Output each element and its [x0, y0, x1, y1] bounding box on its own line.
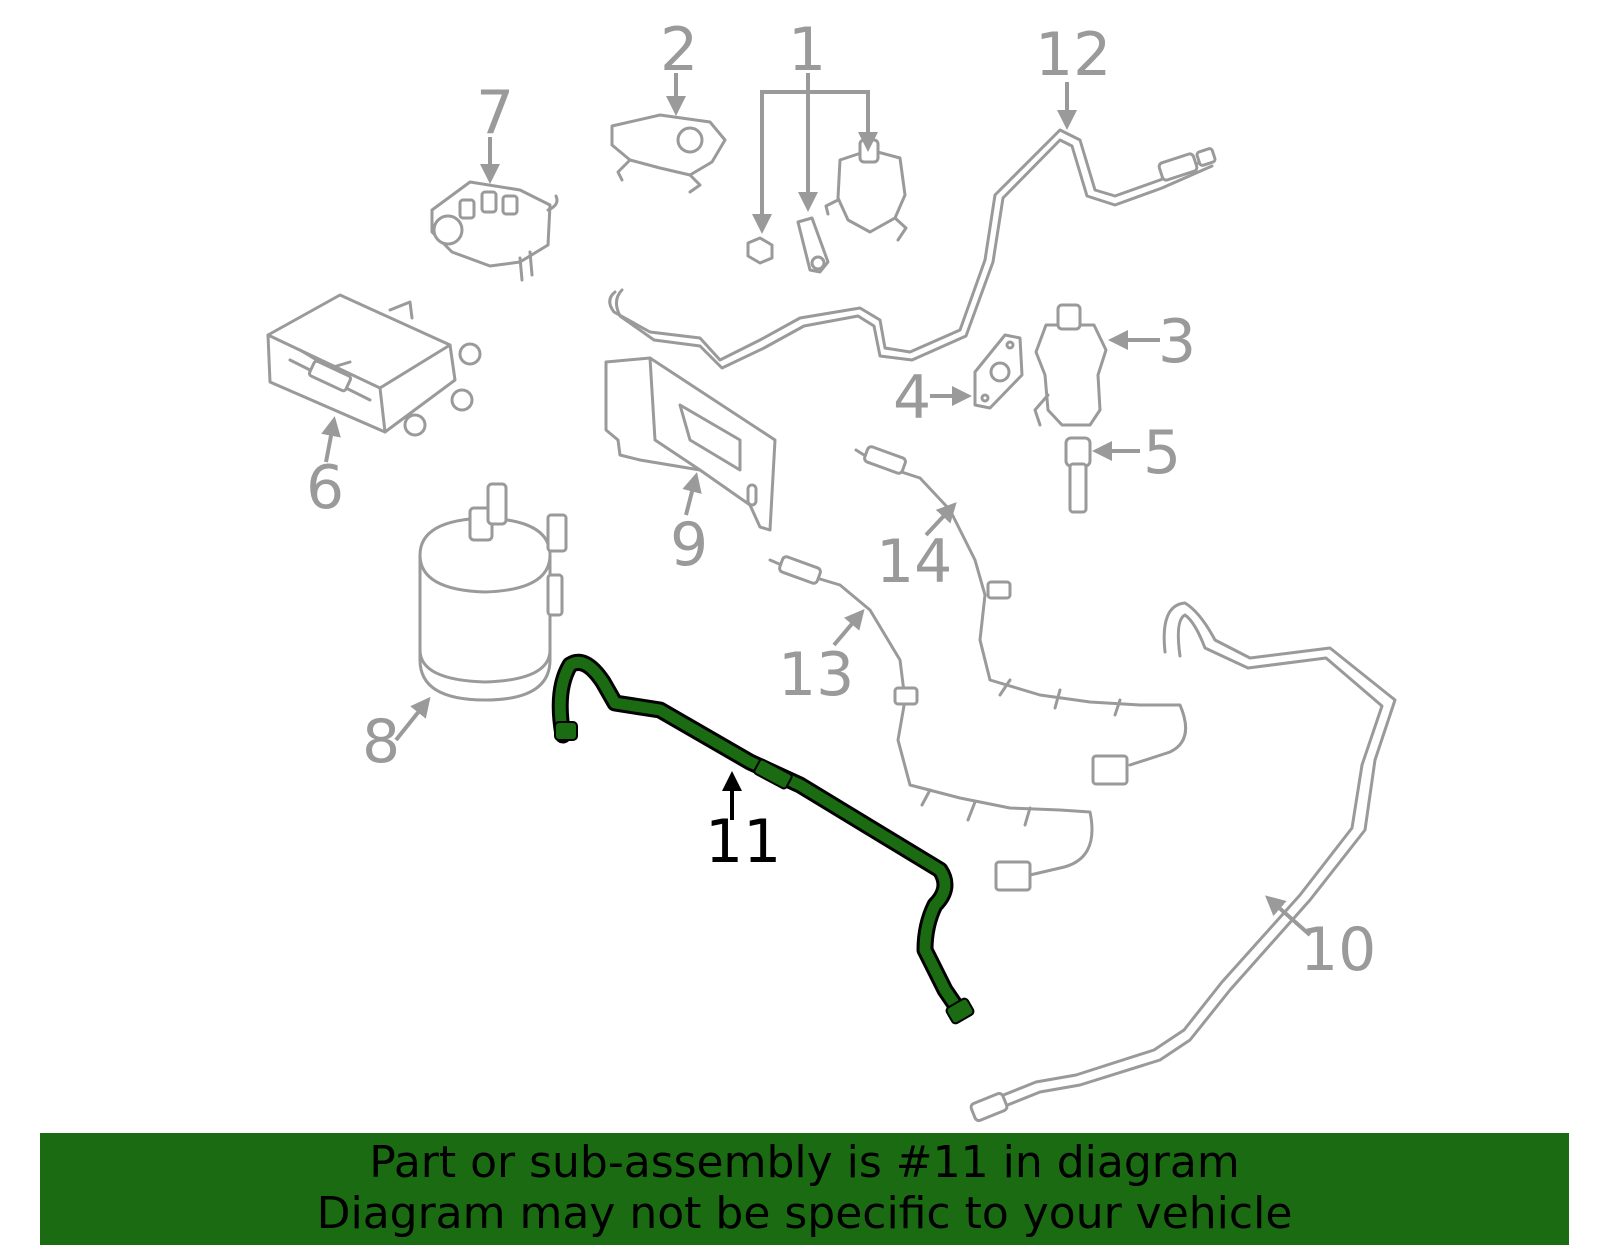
callout-12: 12: [1035, 20, 1111, 90]
banner-line-2: Diagram may not be specific to your vehi…: [316, 1188, 1293, 1239]
callout-labels: 1 2 3 4 5 6 7 8 9 10 11 12 13 14: [306, 15, 1376, 985]
part-7-valve: [430, 180, 559, 282]
part-5-fitting: [1064, 436, 1092, 514]
callout-10: 10: [1300, 915, 1376, 985]
part-14-sensor: [854, 445, 1188, 786]
callout-1: 1: [788, 15, 826, 85]
callout-2: 2: [660, 15, 698, 85]
part-8-filter: [418, 482, 568, 702]
part-4-gasket: [973, 333, 1024, 410]
part-1-components: [746, 138, 908, 274]
callout-13: 13: [778, 640, 854, 710]
part-13-sensor: [768, 555, 1094, 892]
part-12-vapor-line: [608, 128, 1217, 370]
callout-3: 3: [1158, 307, 1196, 377]
info-banner: Part or sub-assembly is #11 in diagram D…: [40, 1133, 1569, 1245]
callout-8: 8: [362, 707, 400, 777]
callout-9: 9: [670, 510, 708, 580]
banner-line-1: Part or sub-assembly is #11 in diagram: [369, 1137, 1240, 1188]
part-2-purge-valve: [610, 113, 727, 194]
part-9-bracket: [604, 356, 777, 532]
callout-5: 5: [1143, 418, 1181, 488]
callout-11-highlighted: 11: [705, 807, 781, 877]
part-3-valve: [1033, 303, 1108, 427]
callout-7: 7: [476, 78, 514, 148]
leader-lines: [321, 73, 1312, 937]
part-11-hose-highlighted: [551, 653, 975, 1025]
part-10-hose: [969, 601, 1397, 1123]
callout-4: 4: [893, 363, 931, 433]
part-6-canister: [266, 293, 482, 437]
callout-6: 6: [306, 453, 344, 523]
callout-14: 14: [876, 527, 952, 597]
